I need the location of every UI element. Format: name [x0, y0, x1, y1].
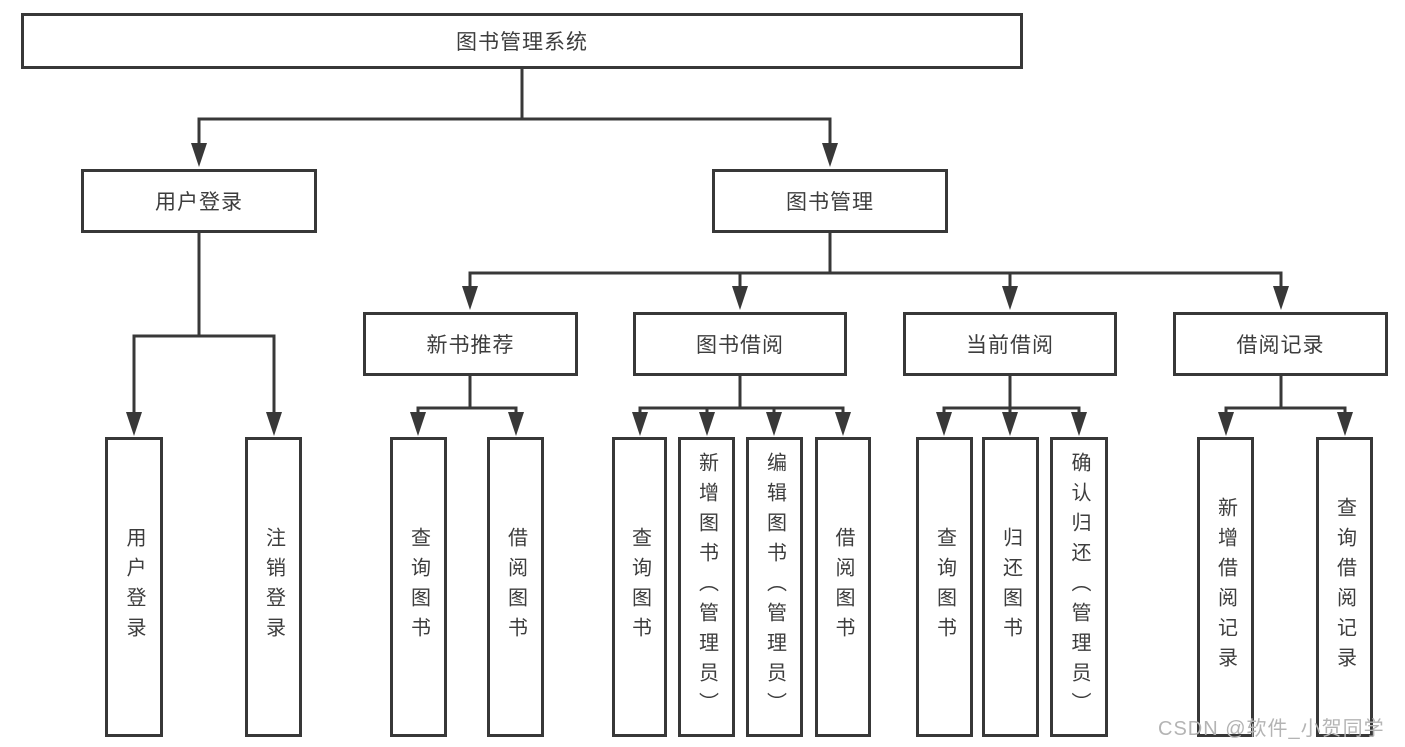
node-label: 新增图书（管理员） — [695, 452, 718, 722]
node-leaf-query-book-3: 查询图书 — [916, 437, 973, 737]
node-leaf-user-login: 用户登录 — [105, 437, 163, 737]
node-current-borrow: 当前借阅 — [903, 312, 1117, 376]
node-label: 用户登录 — [123, 527, 145, 647]
node-label: 借阅图书 — [504, 527, 527, 647]
node-label: 借阅记录 — [1236, 334, 1325, 357]
node-leaf-query-book-2: 查询图书 — [612, 437, 667, 737]
node-borrow-record: 借阅记录 — [1173, 312, 1388, 376]
arrowhead-icons — [126, 143, 1353, 436]
node-leaf-add-borrow-record: 新增借阅记录 — [1197, 437, 1254, 737]
node-leaf-logout: 注销登录 — [245, 437, 302, 737]
node-leaf-confirm-return-admin: 确认归还（管理员） — [1050, 437, 1108, 737]
node-label: 图书借阅 — [696, 334, 784, 357]
node-leaf-query-book-1: 查询图书 — [390, 437, 447, 737]
node-label: 用户登录 — [155, 191, 243, 214]
watermark: CSDN @软件_小贺同学 — [1158, 718, 1385, 740]
node-label: 查询图书 — [407, 527, 430, 647]
node-label: 新增借阅记录 — [1214, 497, 1237, 677]
node-leaf-add-book-admin: 新增图书（管理员） — [678, 437, 735, 737]
node-label: 归还图书 — [999, 527, 1022, 647]
node-user-login: 用户登录 — [81, 169, 317, 233]
node-leaf-borrow-book-2: 借阅图书 — [815, 437, 871, 737]
node-book-management: 图书管理 — [712, 169, 948, 233]
node-root-system: 图书管理系统 — [21, 13, 1023, 69]
node-new-book-recommend: 新书推荐 — [363, 312, 578, 376]
node-label: 确认归还（管理员） — [1068, 452, 1090, 722]
node-leaf-query-borrow-record: 查询借阅记录 — [1316, 437, 1373, 737]
node-label: 图书管理系统 — [456, 31, 588, 54]
node-label: 查询图书 — [933, 527, 956, 647]
node-label: 当前借阅 — [966, 334, 1054, 357]
node-leaf-borrow-book-1: 借阅图书 — [487, 437, 544, 737]
node-label: 新书推荐 — [426, 334, 515, 357]
node-book-borrow: 图书借阅 — [633, 312, 847, 376]
node-label: 查询借阅记录 — [1333, 497, 1356, 677]
node-label: 注销登录 — [262, 527, 285, 647]
node-label: 编辑图书（管理员） — [763, 452, 786, 722]
node-leaf-return-book: 归还图书 — [982, 437, 1039, 737]
connector-edges — [132, 67, 1347, 418]
node-label: 图书管理 — [786, 191, 874, 214]
node-label: 借阅图书 — [832, 527, 854, 647]
node-leaf-edit-book-admin: 编辑图书（管理员） — [746, 437, 803, 737]
node-label: 查询图书 — [628, 527, 651, 647]
